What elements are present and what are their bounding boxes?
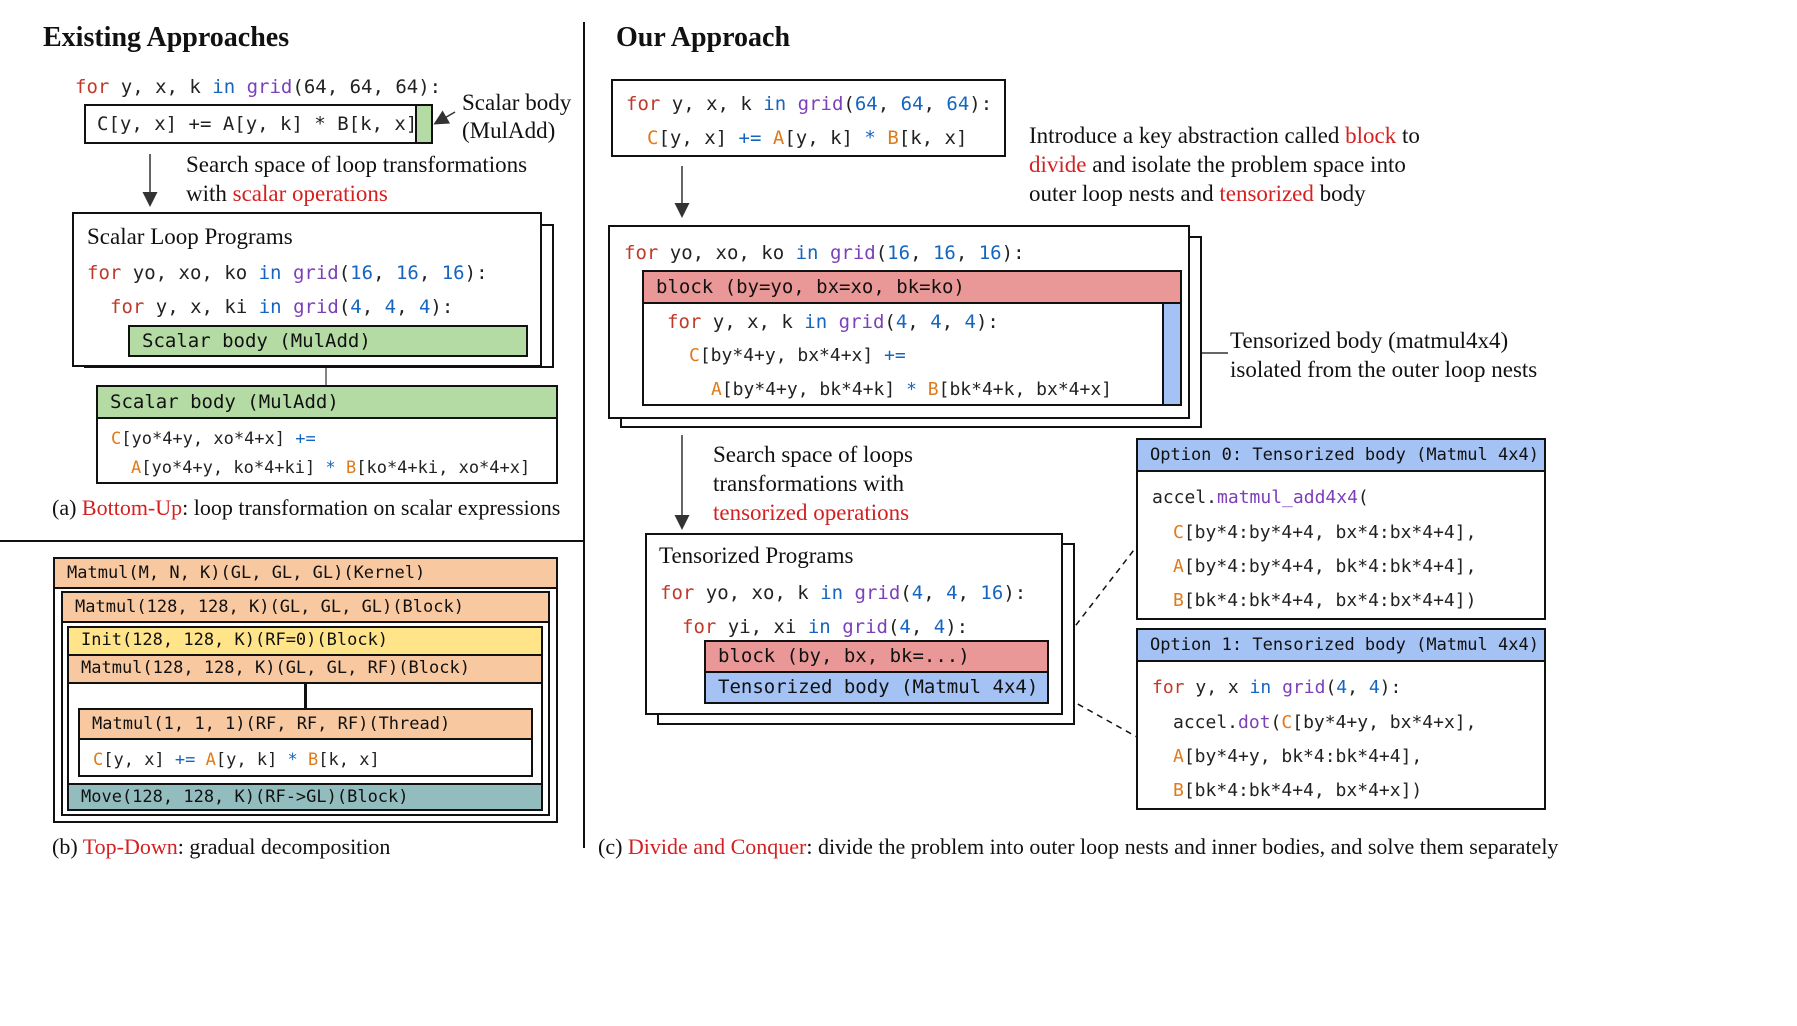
a-expand-line-1: C[yo*4+y, xo*4+x] += <box>111 429 316 449</box>
b-init-label: Init(128, 128, K)(RF=0)(Block) <box>69 628 541 656</box>
c-opt0-line-4: B[bk*4:bk*4+4, bx*4:bx*4+4]) <box>1173 590 1477 611</box>
b-thread-label: Matmul(1, 1, 1)(RF, RF, RF)(Thread) <box>78 708 533 740</box>
a-prog-line-2: for y, x, ki in grid(4, 4, 4): <box>110 296 454 318</box>
c-top-box: for y, x, k in grid(64, 64, 64): C[y, x]… <box>611 79 1006 157</box>
a-expand-line-2: A[yo*4+y, ko*4+ki] * B[ko*4+ki, xo*4+x] <box>131 458 531 478</box>
c-search-line-1: Search space of loops <box>713 442 913 467</box>
b-thread-box: Matmul(1, 1, 1)(RF, RF, RF)(Thread) C[y,… <box>78 708 533 777</box>
c-opt1-line-3: A[by*4+y, bk*4:bk*4+4], <box>1173 746 1423 767</box>
b-kernel-label: Matmul(M, N, K)(GL, GL, GL)(Kernel) <box>53 557 558 589</box>
c-opt0-line-2: C[by*4:by*4+4, bx*4:bx*4+4], <box>1173 522 1477 543</box>
a-search-line-1: Search space of loop transformations <box>186 152 528 177</box>
c-option1-box: Option 1: Tensorized body (Matmul 4x4) f… <box>1136 628 1546 810</box>
c-mid-line-1: for yo, xo, ko in grid(16, 16, 16): <box>624 242 1025 264</box>
c-tprog-block: block (by, bx, bk=...) <box>704 640 1049 673</box>
c-tbody-label-1: Tensorized body (matmul4x4) <box>1230 328 1509 353</box>
caption-c: (c) Divide and Conquer: divide the probl… <box>598 834 1559 859</box>
a-scalar-body-label-1: Scalar body <box>462 90 572 115</box>
c-intro-line-1: Introduce a key abstraction called block… <box>1029 123 1420 148</box>
a-body-code: C[y, x] += A[y, k] * B[k, x] <box>97 113 418 135</box>
c-opt1-line-1: for y, x in grid(4, 4): <box>1152 677 1402 698</box>
c-top-line-2: C[y, x] += A[y, k] * B[k, x] <box>647 127 968 149</box>
b-thread-body: C[y, x] += A[y, k] * B[k, x] <box>93 750 380 770</box>
b-connector-line <box>304 684 307 708</box>
c-block-header: block (by=yo, bx=xo, bk=ko) <box>642 270 1182 304</box>
a-expanded-header: Scalar body (MulAdd) <box>96 385 558 419</box>
caption-b: (b) Top-Down: gradual decomposition <box>52 834 391 859</box>
a-programs-title: Scalar Loop Programs <box>87 224 293 249</box>
c-intro-line-3: outer loop nests and tensorized body <box>1029 181 1366 206</box>
a-loop-header: for y, x, k in grid(64, 64, 64): <box>75 76 442 98</box>
c-tprog-line-1: for yo, xo, k in grid(4, 4, 16): <box>660 582 1027 604</box>
c-search-line-2: transformations with <box>713 471 904 496</box>
our-approach-title: Our Approach <box>616 22 791 53</box>
b-move-label: Move(128, 128, K)(RF->GL)(Block) <box>67 783 543 811</box>
c-tprog-line-2: for yi, xi in grid(4, 4): <box>682 616 969 638</box>
horizontal-divider <box>0 540 583 542</box>
c-opt1-line-2: accel.dot(C[by*4+y, bx*4+x], <box>1173 712 1477 733</box>
c-tbody-label-2: isolated from the outer loop nests <box>1230 357 1538 382</box>
a-scalar-body-label-2: (MulAdd) <box>462 118 556 143</box>
c-opt0-line-3: A[by*4:by*4+4, bk*4:bk*4+4], <box>1173 556 1477 577</box>
c-block-box: block (by=yo, bx=xo, bk=ko) for y, x, k … <box>642 270 1182 406</box>
c-mid-line-4: A[by*4+y, bk*4+k] * B[bk*4+k, bx*4+x] <box>711 379 1112 400</box>
existing-approaches-title: Existing Approaches <box>43 22 290 53</box>
c-option0-header: Option 0: Tensorized body (Matmul 4x4) <box>1136 438 1546 472</box>
a-prog-line-1: for yo, xo, ko in grid(16, 16, 16): <box>87 262 488 284</box>
c-intro-line-2: divide and isolate the problem space int… <box>1029 152 1406 177</box>
c-option0-box: Option 0: Tensorized body (Matmul 4x4) a… <box>1136 438 1546 620</box>
c-mid-line-2: for y, x, k in grid(4, 4, 4): <box>667 311 999 333</box>
c-opt1-line-4: B[bk*4:bk*4+4, bx*4+x]) <box>1173 780 1423 801</box>
c-option1-header: Option 1: Tensorized body (Matmul 4x4) <box>1136 628 1546 662</box>
c-opt0-line-1: accel.matmul_add4x4( <box>1152 487 1369 508</box>
vertical-divider <box>583 22 585 848</box>
c-tensorized-strip <box>1162 304 1180 404</box>
c-top-line-1: for y, x, k in grid(64, 64, 64): <box>626 93 993 115</box>
c-search-line-3: tensorized operations <box>713 500 910 525</box>
c-tprog-title: Tensorized Programs <box>659 543 854 568</box>
a-programs-box: Scalar Loop Programs for yo, xo, ko in g… <box>72 212 542 367</box>
c-mid-line-3: C[by*4+y, bx*4+x] += <box>689 345 906 366</box>
b-block1-label: Matmul(128, 128, K)(GL, GL, GL)(Block) <box>61 591 550 623</box>
caption-a: (a) Bottom-Up: loop transformation on sc… <box>52 495 561 520</box>
a-expanded-body-box: Scalar body (MulAdd) C[yo*4+y, xo*4+x] +… <box>96 385 558 484</box>
b-block2-label: Matmul(128, 128, K)(GL, GL, RF)(Block) <box>69 656 541 684</box>
a-scalar-body-box: C[y, x] += A[y, k] * B[k, x] <box>84 104 433 144</box>
a-scalar-body-inner: Scalar body (MulAdd) <box>128 325 528 357</box>
c-tprog-body: Tensorized body (Matmul 4x4) <box>704 671 1049 704</box>
a-body-green-strip <box>415 106 431 142</box>
a-search-line-2: with scalar operations <box>186 181 388 206</box>
